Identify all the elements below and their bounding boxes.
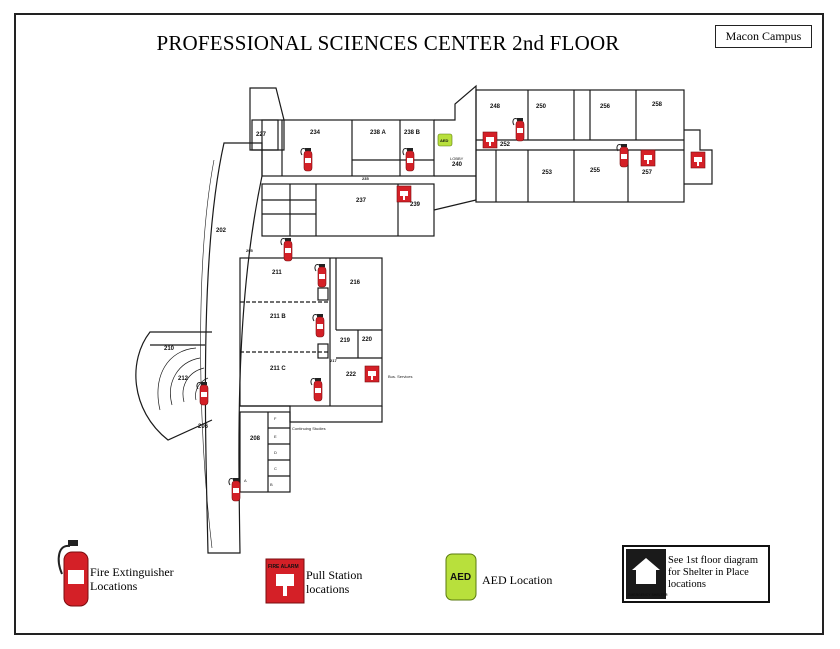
room-212: 212 <box>178 376 189 382</box>
extinguisher-icon <box>512 117 525 142</box>
unit-f: F <box>274 416 277 421</box>
pull-station-markers <box>364 131 706 383</box>
room-253: 253 <box>542 170 553 176</box>
room-240: 240 <box>452 162 463 168</box>
unit-a: A <box>244 478 247 483</box>
room-205: 205 <box>246 248 253 253</box>
bus-services-label: Bus. Services <box>388 374 412 379</box>
campus-label: Macon Campus <box>715 25 812 48</box>
room-238b: 238 B <box>404 130 421 136</box>
unit-b: B <box>270 482 273 487</box>
map-title: PROFESSIONAL SCIENCES CENTER 2nd FLOOR <box>156 31 620 55</box>
legend-aed-text: AED Location <box>482 573 553 587</box>
unit-d: D <box>274 450 277 455</box>
room-211: 211 <box>272 270 282 276</box>
svg-text:AED: AED <box>440 138 449 143</box>
pull-station-icon <box>640 149 656 167</box>
aed-marker: AED <box>437 133 453 147</box>
extinguisher-icon <box>616 143 629 168</box>
map-frame <box>14 13 824 635</box>
legend-aed-icon: AED <box>445 553 477 601</box>
room-250: 250 <box>536 104 547 110</box>
room-220: 220 <box>362 337 373 343</box>
room-206: 206 <box>198 424 209 430</box>
room-211c: 211 C <box>270 366 286 372</box>
legend-extinguisher-text: Fire Extinguisher Locations <box>90 565 174 593</box>
pull-station-icon <box>396 185 412 203</box>
room-219: 219 <box>340 338 351 344</box>
legend-extinguisher-icon <box>57 540 89 607</box>
extinguisher-icon <box>310 377 323 402</box>
svg-text:AED: AED <box>450 572 471 583</box>
room-258: 258 <box>652 102 663 108</box>
extinguisher-icon <box>314 263 327 288</box>
room-211b: 211 B <box>270 314 286 320</box>
pull-station-icon <box>482 131 498 149</box>
legend-shelter-icon: EMERGENCY SHELTER <box>626 549 668 599</box>
room-222: 222 <box>346 372 357 378</box>
unit-e: E <box>274 434 277 439</box>
room-202: 202 <box>216 228 227 234</box>
room-237: 237 <box>356 198 367 204</box>
room-252: 252 <box>500 142 511 148</box>
legend-pull-station-icon: FIRE ALARM <box>265 558 305 604</box>
pull-station-icon <box>364 365 380 383</box>
room-210: 210 <box>164 346 175 352</box>
room-234: 234 <box>310 130 321 136</box>
room-216: 216 <box>350 280 361 286</box>
lobby-label: LOBBY <box>450 156 464 161</box>
room-208: 208 <box>250 436 261 442</box>
extinguisher-icon <box>228 477 241 502</box>
room-239: 239 <box>410 202 421 208</box>
room-235: 235 <box>362 176 369 181</box>
building-walls <box>135 84 713 554</box>
legend-shelter-text: See 1st floor diagram for Shelter in Pla… <box>668 555 759 590</box>
svg-text:EMERGENCY SHELTER: EMERGENCY SHELTER <box>628 593 668 597</box>
unit-c: C <box>274 466 277 471</box>
room-255: 255 <box>590 168 601 174</box>
legend-shelter-box <box>622 545 770 603</box>
room-257: 257 <box>642 170 653 176</box>
svg-text:FIRE ALARM: FIRE ALARM <box>268 564 299 570</box>
continuing-studies-label: Continuing Studies <box>292 426 326 431</box>
room-227: 227 <box>256 132 267 138</box>
room-256: 256 <box>600 104 611 110</box>
extinguisher-icon <box>300 147 313 172</box>
pull-station-icon <box>690 151 706 169</box>
room-217: 217 <box>330 358 337 363</box>
room-238a: 238 A <box>370 130 386 136</box>
extinguisher-icon <box>312 313 325 338</box>
legend-pull-station-text: Pull Station locations <box>306 568 363 596</box>
room-248: 248 <box>490 104 501 110</box>
